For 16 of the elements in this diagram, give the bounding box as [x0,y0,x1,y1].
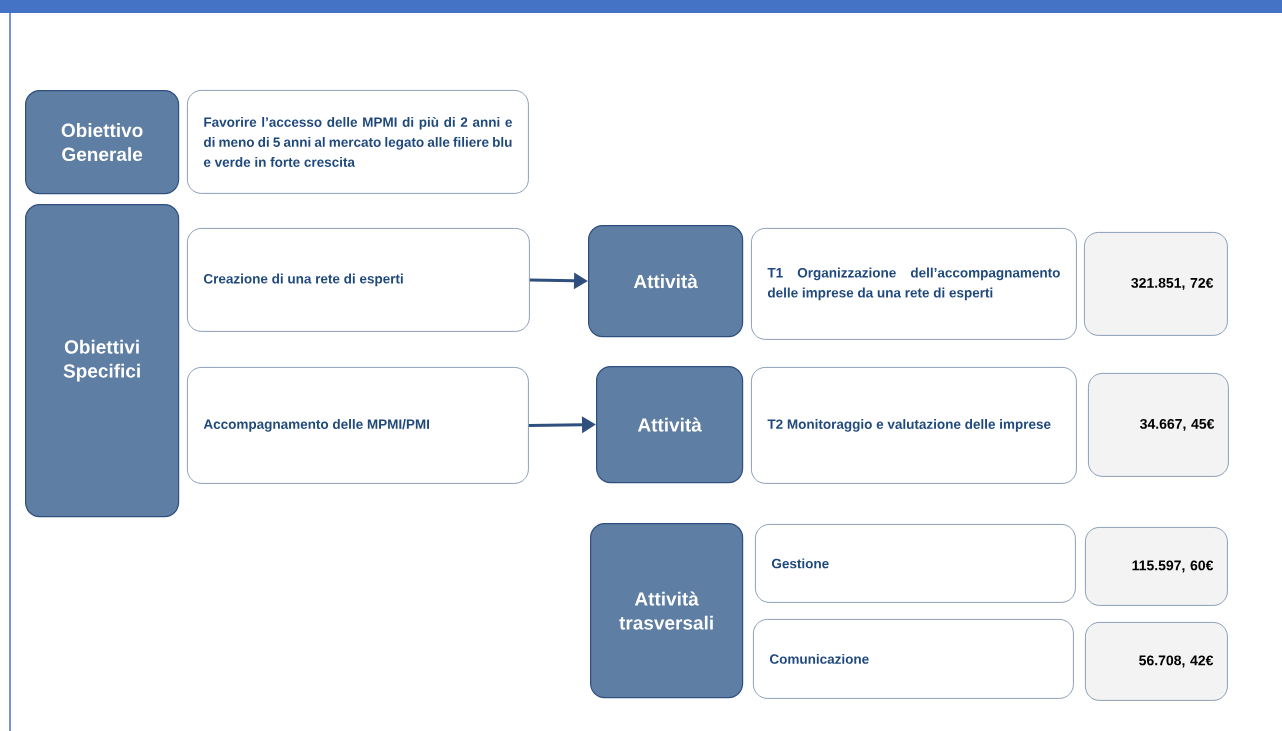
amount-box: 56.708, 42€ [1085,622,1228,701]
amount-box: 34.667, 45€ [1088,373,1229,477]
heading-box: Attività [596,366,744,484]
heading-box: Obiettivo Generale [25,90,180,195]
description-box: Comunicazione [753,619,1074,699]
amount-box: 321.851, 72€ [1084,232,1228,336]
heading-box: Attività [588,225,744,338]
description-box: Favorire l’accesso delle MPMI di più di 2 anni e di meno di 5 anni al mercato legato alle filiere blu e verde in forte crescita [187,90,529,194]
description-box: Creazione di una rete di esperti [187,228,530,332]
description-box: T1 Organizzazione dell’accompagnamento delle imprese da una rete di esperti [751,228,1077,340]
description-box: Accompagnamento delle MPMI/PMI [187,367,529,484]
heading-box: Obiettivi Specifici [25,204,180,518]
heading-box: Attività trasversali [590,523,744,699]
amount-box: 115.597, 60€ [1085,527,1228,606]
description-box: Gestione [755,524,1076,603]
description-box: T2 Monitoraggio e valutazione delle imprese [751,367,1077,484]
